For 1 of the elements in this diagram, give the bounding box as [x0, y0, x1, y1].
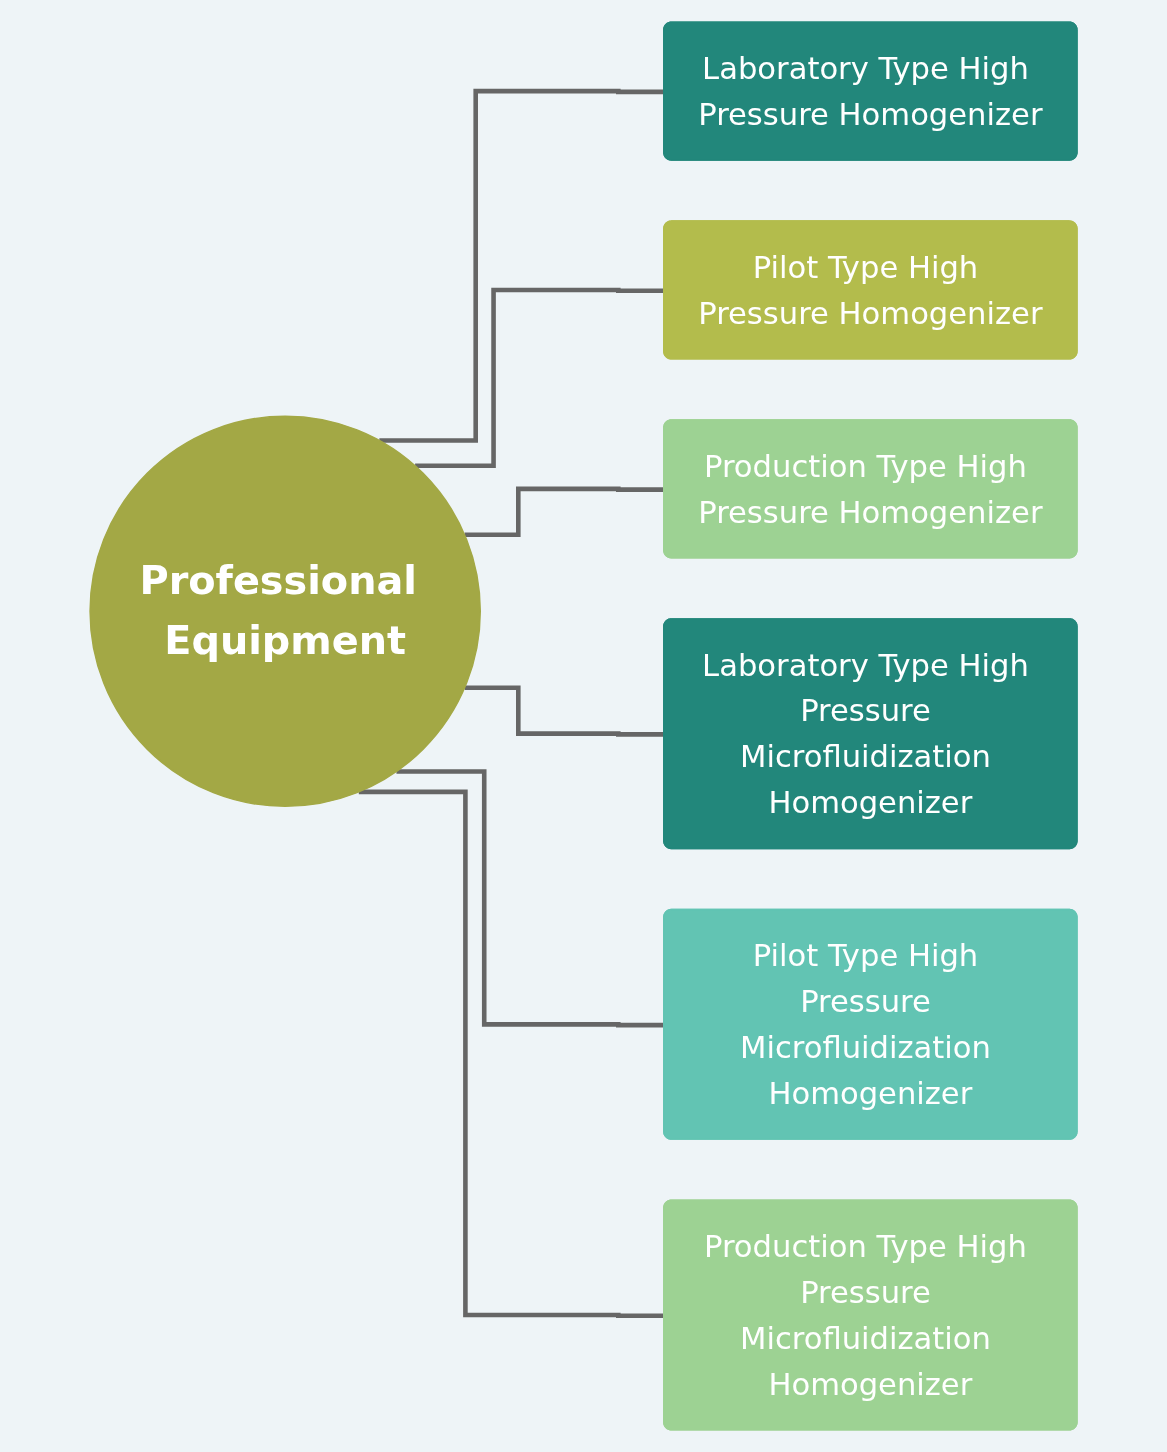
node-circle: Professional Equipment	[89, 415, 481, 808]
